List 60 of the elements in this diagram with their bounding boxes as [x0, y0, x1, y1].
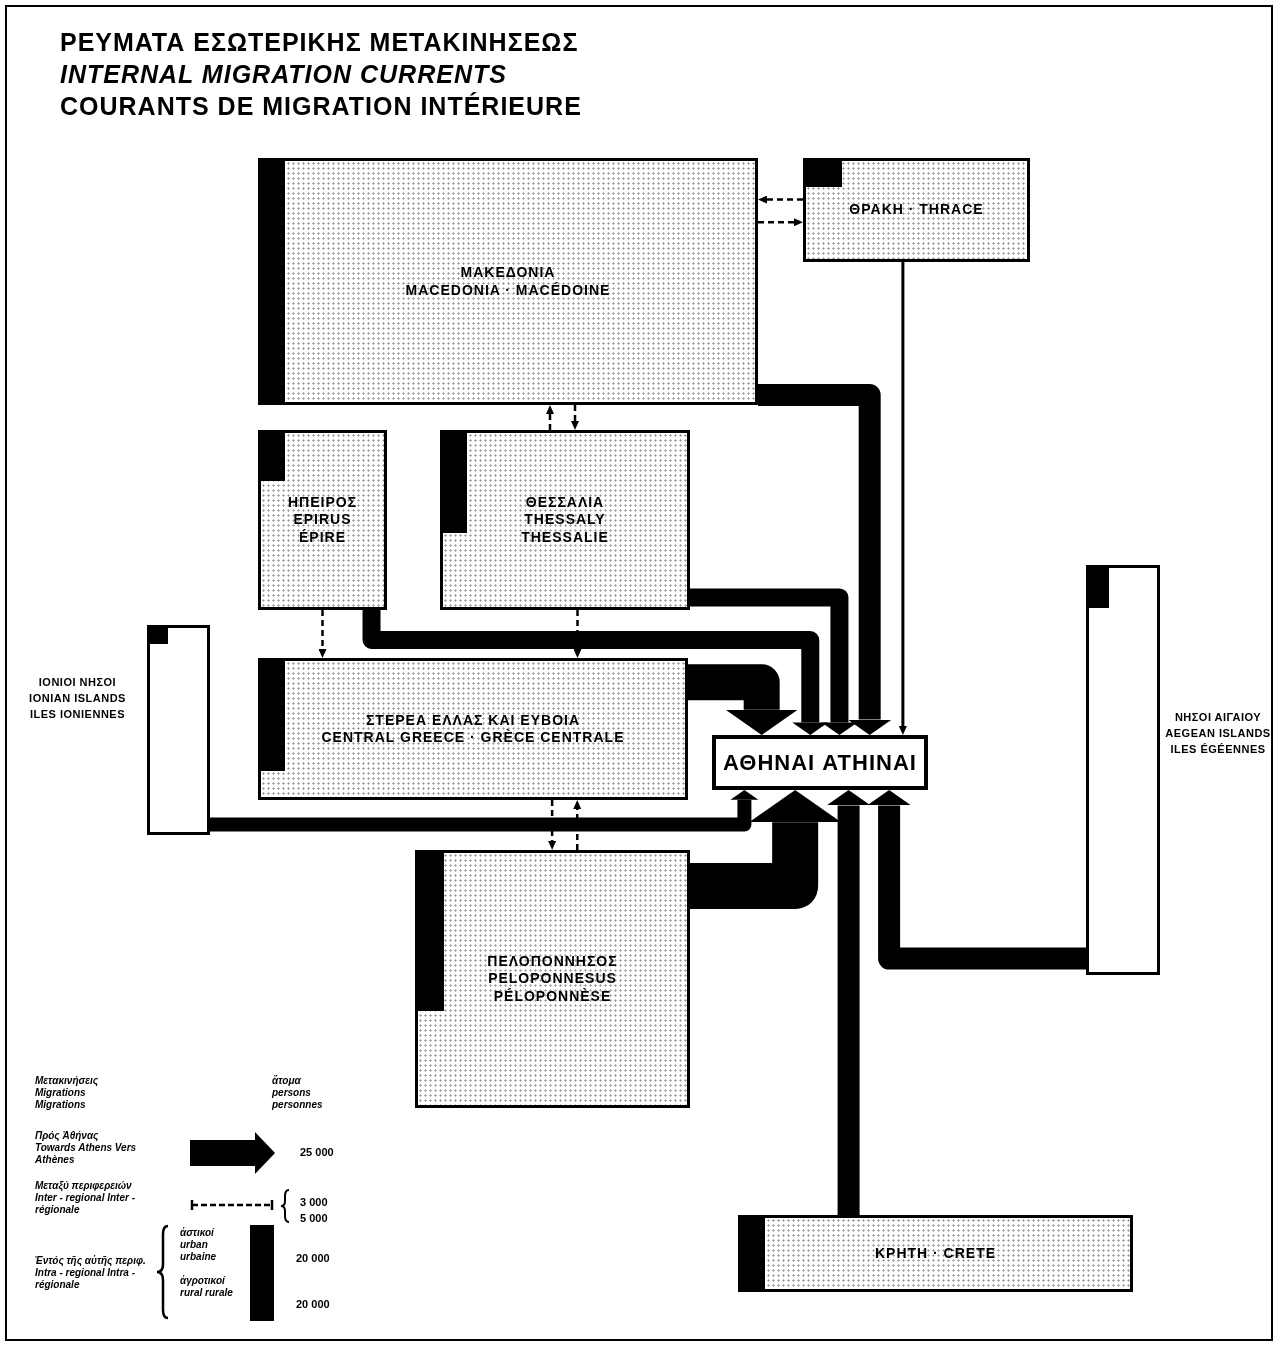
region-name: ΑΘΗΝΑΙ ATHINAI	[723, 748, 917, 777]
flow-arrow	[867, 790, 1086, 970]
flow-arrow	[826, 790, 871, 1215]
region-box	[738, 1215, 1133, 1292]
region-name: ILES IONIENNES	[29, 708, 126, 722]
region-name: CENTRAL GREECE · GRÈCE CENTRALE	[321, 729, 625, 747]
dashed-arrow	[573, 610, 582, 658]
legend-text: 20 000	[296, 1252, 330, 1266]
region-name: ΠΕΛΟΠΟΝΝΗΣΟΣ	[487, 952, 618, 971]
flow-arrow	[690, 588, 858, 735]
line-arrow	[898, 262, 907, 735]
dashed-arrow	[548, 800, 557, 850]
legend-text: ἀγροτικοί rural rurale	[180, 1275, 234, 1299]
region-name: PÉLOPONNÈSE	[493, 987, 612, 1006]
dashed-arrow	[546, 405, 554, 430]
region-box	[258, 158, 758, 405]
region-name: ILES ÉGÉENNES	[1169, 743, 1267, 757]
legend-text: Πρός Ἀθήνας Towards Athens Vers Athènes	[35, 1130, 138, 1166]
legend-text: ἄτομα persons personnes	[272, 1075, 324, 1111]
dashed-arrow	[571, 405, 579, 430]
flow-arrow	[210, 790, 759, 832]
legend-text: 5 000	[300, 1212, 328, 1226]
legend-text: Ἐντός τῆς αὐτῆς περιφ. Intra - regional Intra - régionale	[35, 1255, 147, 1291]
region-name: ÉPIRE	[299, 528, 346, 547]
legend-text: Μετακινήσεις Migrations Migrations	[35, 1075, 100, 1111]
flow-arrow	[758, 384, 892, 735]
legend-text: ἀστικοί urban urbaine	[180, 1227, 218, 1263]
title: ΡΕΥΜΑΤΑ ΕΣΩΤΕΡΙΚΗΣ ΜΕΤΑΚΙΝΗΣΕΩΣ	[60, 28, 579, 57]
region-name: THESSALIE	[521, 528, 609, 547]
region-name: ΙΟΝΙΟΙ ΝΗΣΟΙ	[37, 676, 118, 690]
dashed-arrow	[318, 610, 327, 658]
region-box	[440, 430, 690, 610]
region-name: ΘΡΑΚΗ · THRACE	[849, 201, 984, 219]
subtitle: INTERNAL MIGRATION CURRENTS	[60, 60, 507, 89]
region-name: IONIAN ISLANDS	[28, 692, 127, 706]
legend-text: Μεταξύ περιφερειών Inter - regional Inter - régionale	[35, 1180, 136, 1216]
region-name: EPIRUS	[293, 511, 352, 529]
region-name: ΗΠΕΙΡΟΣ	[287, 493, 358, 512]
subtitle: COURANTS DE MIGRATION INTÉRIEURE	[60, 92, 582, 121]
region-box	[258, 658, 688, 800]
dashed-arrow	[758, 195, 803, 204]
region-name: AEGEAN ISLANDS	[1165, 727, 1271, 741]
legend-text: 25 000	[300, 1146, 334, 1160]
flow-arrow	[688, 664, 798, 735]
legend-text: 20 000	[296, 1298, 330, 1312]
legend-text: 3 000	[300, 1196, 328, 1210]
region-name: ΝΗΣΟΙ ΑΙΓΑΙΟΥ	[1173, 711, 1263, 725]
region-name: PELOPONNESUS	[488, 970, 617, 988]
region-name: ΘΕΣΣΑΛΙΑ	[525, 493, 605, 512]
region-box	[803, 158, 1030, 262]
dashed-arrow	[758, 218, 803, 227]
region-name: ΜΑΚΕΔΟΝΙΑ	[460, 264, 556, 282]
dashed-arrow	[573, 800, 582, 850]
region-name: THESSALY	[524, 511, 606, 529]
region-name: MACEDONIA · MACÉDOINE	[405, 281, 611, 299]
city-box	[712, 735, 928, 790]
region-box	[415, 850, 690, 1108]
region-name: ΚΡΗΤΗ · CRETE	[874, 1244, 997, 1263]
region-name: ΣΤΕΡΕΑ ΕΛΛΑΣ ΚΑΙ ΕΥΒΟΙΑ	[365, 711, 581, 729]
region-box	[258, 430, 387, 610]
